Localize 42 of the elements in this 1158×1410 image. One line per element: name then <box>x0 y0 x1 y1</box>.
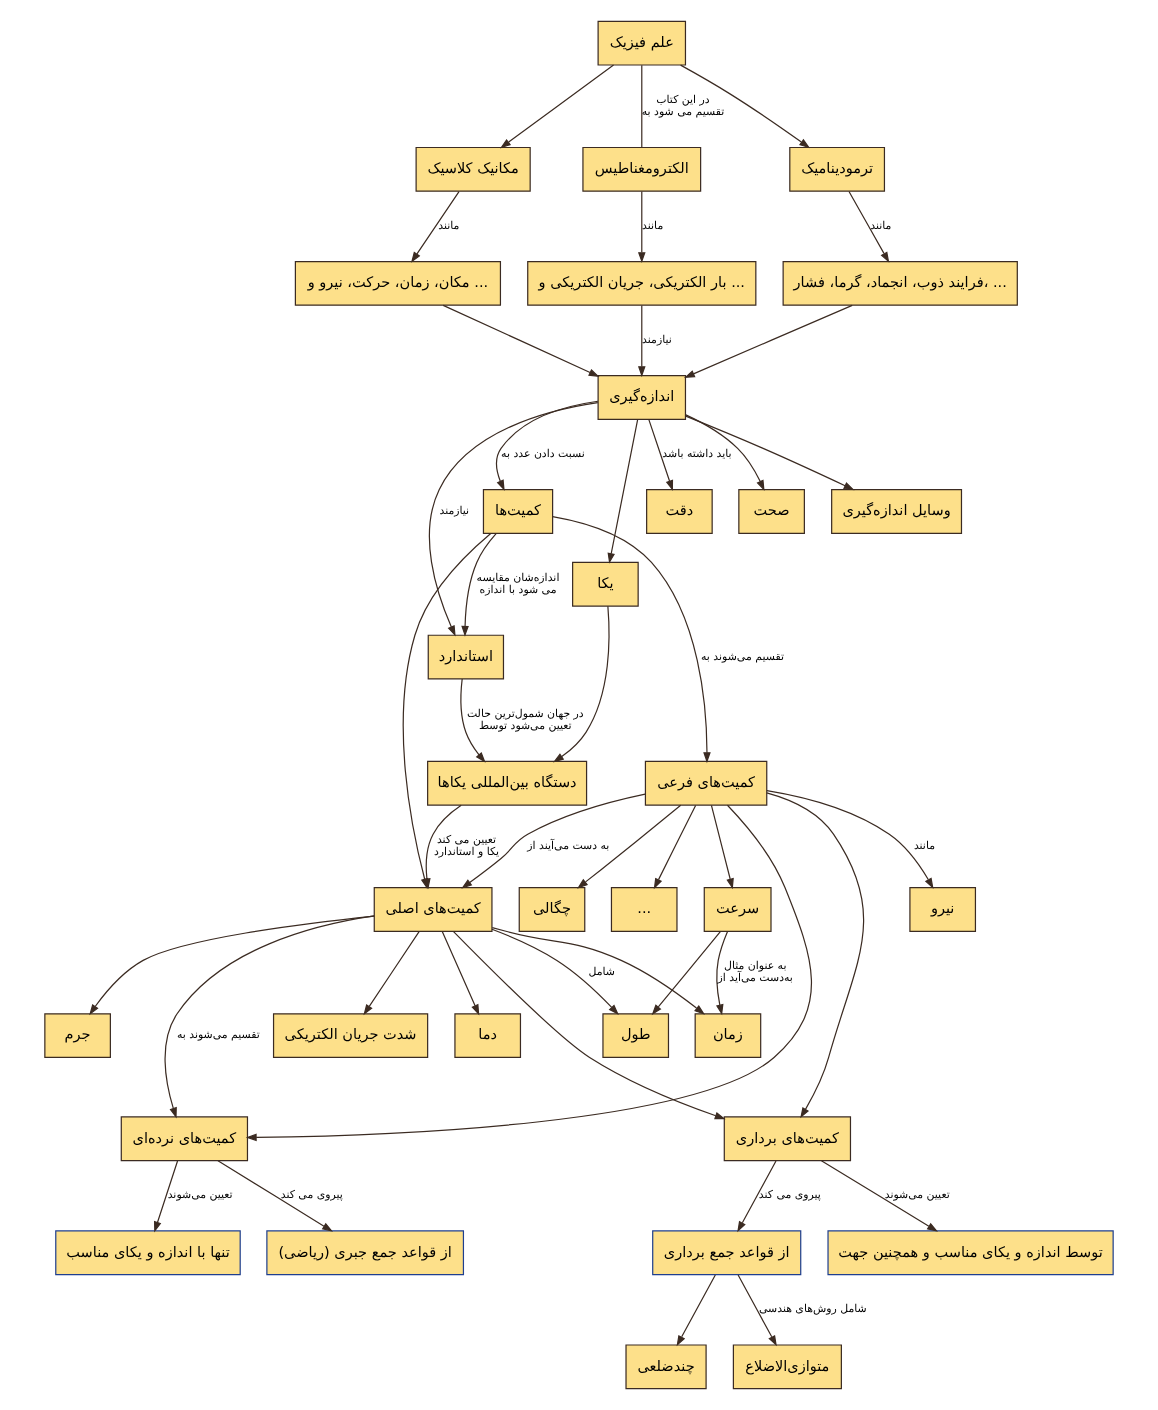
arrow <box>442 304 600 377</box>
arrow <box>716 930 729 1016</box>
arrow <box>685 415 855 491</box>
arrow <box>637 190 646 264</box>
arrow <box>848 190 890 263</box>
arrow <box>495 400 599 491</box>
arrow <box>552 605 610 763</box>
arrow <box>461 793 646 889</box>
connector <box>641 64 643 149</box>
arrow <box>577 804 682 889</box>
arrow <box>460 678 486 763</box>
arrow <box>737 1274 777 1347</box>
arrow <box>154 1160 179 1233</box>
arrow <box>423 804 462 890</box>
arrow <box>499 64 615 149</box>
arrow <box>685 414 765 491</box>
arrow <box>491 928 619 1015</box>
arrow <box>607 418 639 564</box>
arrow <box>441 931 480 1016</box>
arrow <box>452 931 726 1120</box>
arrow <box>164 915 375 1119</box>
arrow <box>737 1160 777 1233</box>
arrow <box>461 533 497 637</box>
arrow <box>363 931 420 1016</box>
arrow <box>410 190 460 263</box>
arrow <box>676 1274 716 1347</box>
arrow <box>820 1160 938 1232</box>
arrow <box>653 804 697 890</box>
arrow <box>552 515 711 764</box>
arrow <box>648 419 674 492</box>
arrow <box>684 304 853 378</box>
arrow <box>651 931 721 1016</box>
arrow <box>428 402 599 637</box>
arrow <box>491 926 706 1015</box>
arrow <box>680 64 811 149</box>
arrow <box>637 305 646 378</box>
arrow <box>217 1160 333 1232</box>
arrow <box>766 792 865 1119</box>
arrow <box>89 915 375 1016</box>
arrow <box>245 804 813 1142</box>
arrow <box>766 789 934 889</box>
arrow <box>710 804 734 890</box>
